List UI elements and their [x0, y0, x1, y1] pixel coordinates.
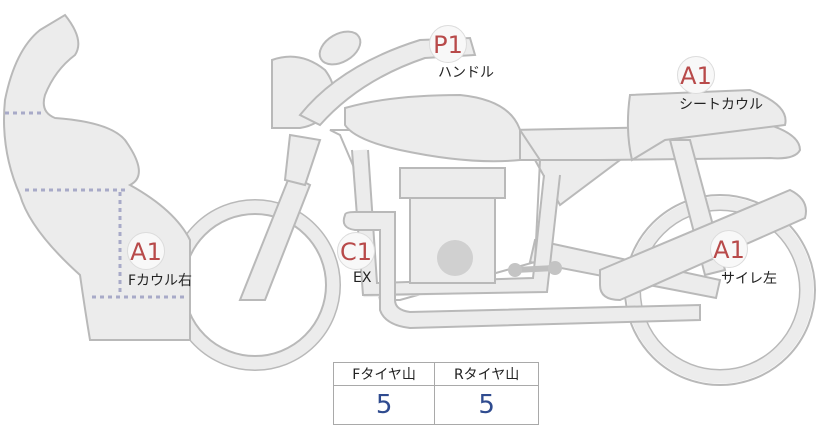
part-label-ex: EX: [353, 270, 372, 286]
front-tire-value: 5: [332, 385, 436, 425]
main-frame: [329, 129, 542, 301]
grade-badge-silencer-left: A1: [710, 230, 748, 268]
rear-tire-header: Rタイヤ山: [434, 362, 539, 386]
fuel-tank: [344, 93, 521, 163]
part-label-seat-cowl: シートカウル: [679, 97, 763, 113]
part-label-silencer-left: サイレ左: [721, 271, 777, 287]
engine: [399, 167, 506, 284]
front-cowl-seams: [5, 111, 188, 299]
tire-tread-table: Fタイヤ山 Rタイヤ山 5 5: [332, 362, 539, 425]
grade-badge-handle: P1: [429, 25, 467, 63]
footpeg: [508, 261, 562, 277]
front-tire-header: Fタイヤ山: [332, 362, 436, 386]
grade-badge-ex: C1: [337, 232, 375, 270]
exhaust-pipe: [342, 211, 701, 330]
part-label-handle: ハンドル: [438, 65, 494, 81]
rear-tire-value: 5: [434, 385, 539, 425]
front-cowl-shape: [3, 13, 191, 341]
seat-cowl-shape: [626, 88, 787, 162]
grade-badge-seat-cowl: A1: [677, 56, 715, 94]
grade-badge-f-cowl-right: A1: [127, 232, 165, 270]
part-label-f-cowl-right: Fカウル右: [128, 273, 193, 289]
